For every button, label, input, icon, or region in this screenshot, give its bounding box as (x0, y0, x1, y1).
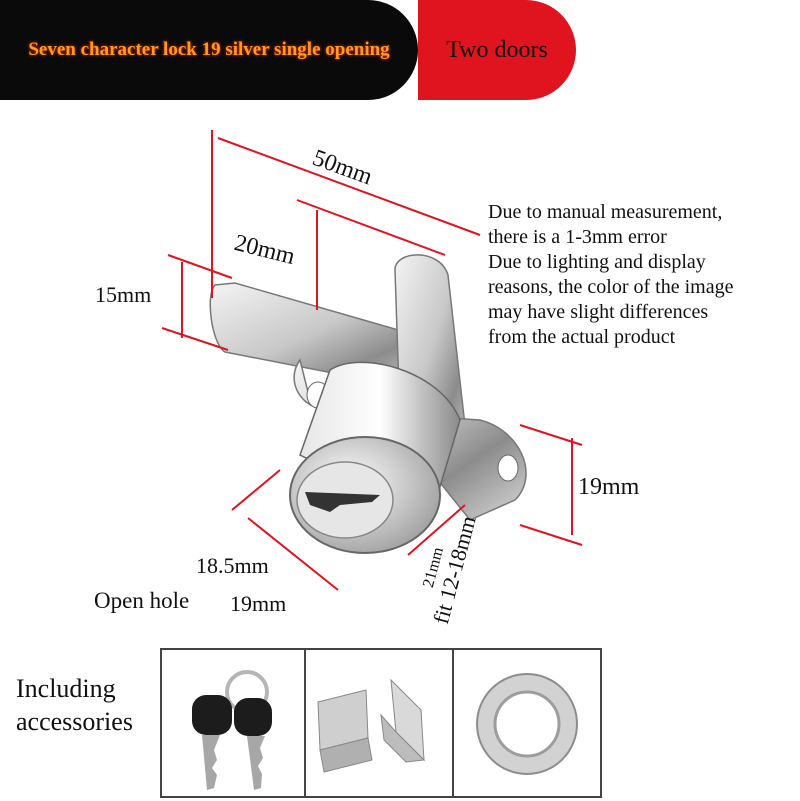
key-head-2 (234, 698, 272, 736)
dim-line-18-5mm (247, 517, 339, 591)
disclaimer-note: Due to manual measurement, there is a 1-… (488, 200, 733, 350)
option-label-text: Two doors (446, 36, 548, 63)
ext-line-19-top (519, 424, 583, 446)
bracket-angle-side (380, 713, 426, 763)
note-line: Due to manual measurement, (488, 201, 723, 223)
accessory-bracket-box (304, 648, 454, 798)
keyhole (305, 492, 380, 512)
open-hole-label: Open hole (94, 588, 190, 613)
bracket-image (317, 678, 426, 773)
accessories-label-line2: accessories (16, 707, 133, 736)
dim-label-plate-height: 15mm (95, 282, 152, 307)
dim-label-body-height: 19mm (578, 474, 640, 500)
accessory-ring-box (452, 648, 602, 798)
note-line: reasons, the color of the image (488, 276, 734, 298)
ext-line-15-top (167, 254, 233, 279)
ext-line-19-bottom (519, 524, 583, 546)
keys-image (192, 670, 272, 790)
ext-line-18-5-left (231, 469, 281, 511)
variant-label-badge: Seven character lock 19 silver single op… (0, 0, 418, 100)
key-blade-1 (202, 735, 220, 790)
note-line: there is a 1-3mm error (488, 226, 667, 248)
bracket-base (319, 737, 373, 773)
accessories-label: Including accessories (16, 672, 133, 738)
accessory-keys-box (160, 648, 306, 798)
note-line: from the actual product (488, 326, 676, 348)
option-label-badge: Two doors (418, 0, 576, 100)
key-head-1 (192, 695, 232, 735)
ring-image (476, 673, 578, 775)
note-line: Due to lighting and display (488, 251, 706, 273)
dim-line-21mm (407, 504, 466, 556)
trim-ring-hole (493, 690, 561, 758)
ext-line-20 (296, 199, 446, 256)
dim-line-50mm (217, 137, 481, 236)
accessories-label-line1: Including (16, 674, 116, 703)
note-line: may have slight differences (488, 301, 709, 323)
key-blade-2 (247, 736, 265, 790)
screw-hole-right (497, 454, 519, 482)
ext-line-15-bottom (161, 327, 229, 351)
open-hole-size: 19mm (230, 591, 287, 616)
variant-label-text: Seven character lock 19 silver single op… (28, 39, 390, 60)
dim-label-cylinder-length: 18.5mm (196, 553, 269, 578)
